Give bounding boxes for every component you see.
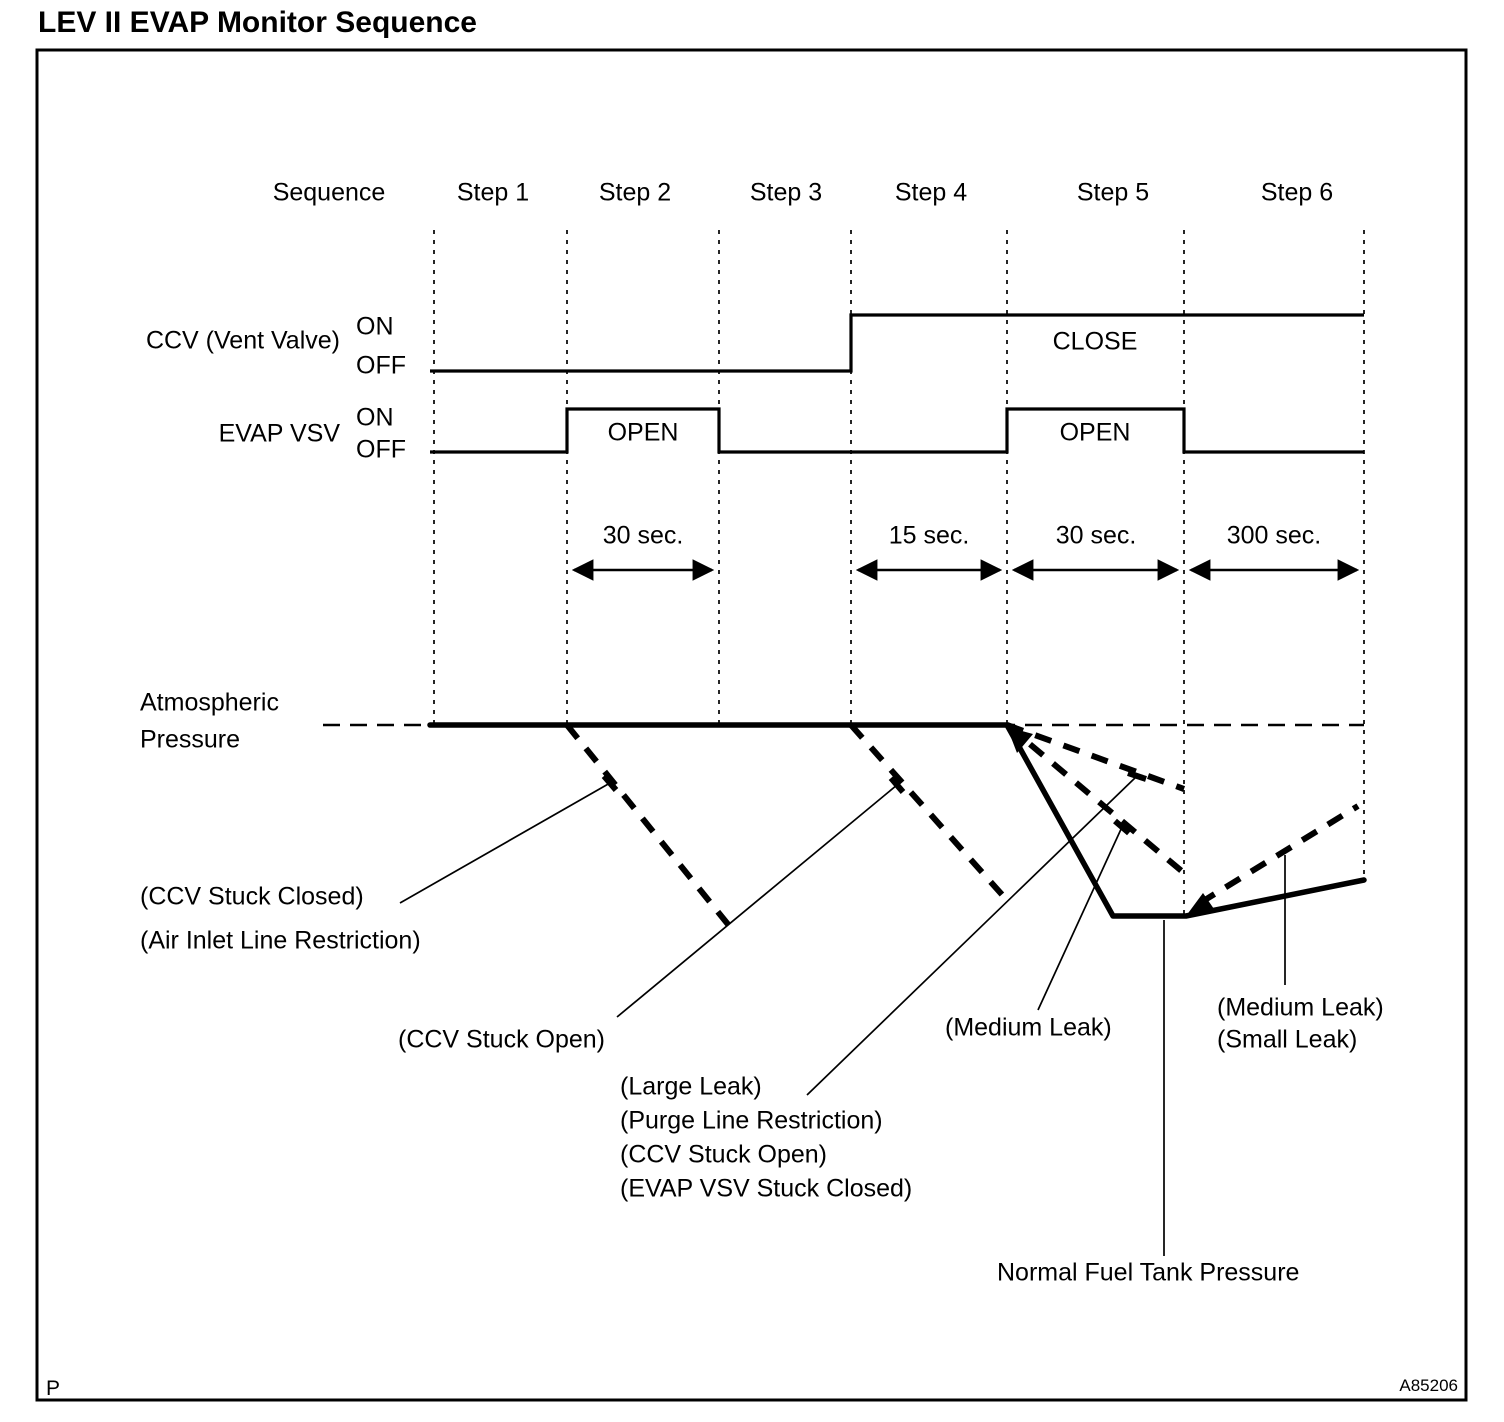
label-ccv-stuck-open-2: (CCV Stuck Open) <box>620 1140 828 1169</box>
duration-step5: 30 sec. <box>1055 521 1137 550</box>
ccv-off-label: OFF <box>356 351 406 380</box>
normal-pressure-trace <box>427 722 1367 919</box>
ccv-signal-label: CCV (Vent Valve) <box>145 326 340 355</box>
diagram-frame <box>35 48 1468 1402</box>
label-purge-line-restriction: (Purge Line Restriction) <box>620 1106 883 1135</box>
label-ccv-stuck-open: (CCV Stuck Open) <box>398 1025 606 1054</box>
evap-vsv-signal-trace <box>430 407 1364 454</box>
label-leaders <box>399 775 1286 1256</box>
step-3-header: Step 3 <box>749 178 823 207</box>
step-4-header: Step 4 <box>894 178 968 207</box>
page-title: LEV II EVAP Monitor Sequence <box>38 6 477 39</box>
label-air-inlet-restriction: (Air Inlet Line Restriction) <box>140 926 421 955</box>
label-normal-fuel-tank-pressure: Normal Fuel Tank Pressure <box>997 1258 1300 1287</box>
trace-large-leak <box>1005 722 1186 792</box>
trace-ccv-stuck-open <box>848 723 1008 900</box>
trace-medium-small-leak-recovery <box>1198 803 1360 906</box>
duration-step2: 30 sec. <box>602 521 684 550</box>
duration-step4: 15 sec. <box>888 521 970 550</box>
label-small-leak: (Small Leak) <box>1217 1025 1358 1054</box>
evap-open1-state-label: OPEN <box>607 418 679 447</box>
evap-off-label: OFF <box>356 435 406 464</box>
sequence-header: Sequence <box>272 178 386 207</box>
evap-vsv-signal-label: EVAP VSV <box>218 419 340 448</box>
junction-arrowhead <box>1186 893 1214 916</box>
ccv-on-label: ON <box>356 312 394 341</box>
label-medium-leak: (Medium Leak) <box>945 1013 1112 1042</box>
notch-arrowhead <box>1007 727 1033 753</box>
ccv-signal-trace <box>430 313 1364 373</box>
trace-ccv-stuck-closed <box>564 723 738 935</box>
step-6-header: Step 6 <box>1260 178 1334 207</box>
atmospheric-label-line1: Atmospheric <box>140 688 279 717</box>
label-evap-vsv-stuck-closed: (EVAP VSV Stuck Closed) <box>620 1174 913 1203</box>
step-gridlines <box>433 230 1365 914</box>
atmospheric-label-line2: Pressure <box>140 725 241 754</box>
failure-pressure-traces <box>564 722 1360 935</box>
label-large-leak: (Large Leak) <box>620 1072 762 1101</box>
page-mark: P <box>46 1377 61 1401</box>
figure-id: A85206 <box>1399 1375 1458 1395</box>
label-ccv-stuck-closed: (CCV Stuck Closed) <box>140 882 364 911</box>
evap-open2-state-label: OPEN <box>1059 418 1131 447</box>
step-1-header: Step 1 <box>456 178 530 207</box>
step-2-header: Step 2 <box>598 178 672 207</box>
step-5-header: Step 5 <box>1076 178 1150 207</box>
ccv-close-state-label: CLOSE <box>1052 327 1138 356</box>
trace-medium-leak <box>1005 722 1186 876</box>
evap-on-label: ON <box>356 403 394 432</box>
leader-end-ticks <box>601 770 1147 836</box>
duration-step6: 300 sec. <box>1226 521 1322 550</box>
label-medium-leak-2: (Medium Leak) <box>1217 993 1384 1022</box>
